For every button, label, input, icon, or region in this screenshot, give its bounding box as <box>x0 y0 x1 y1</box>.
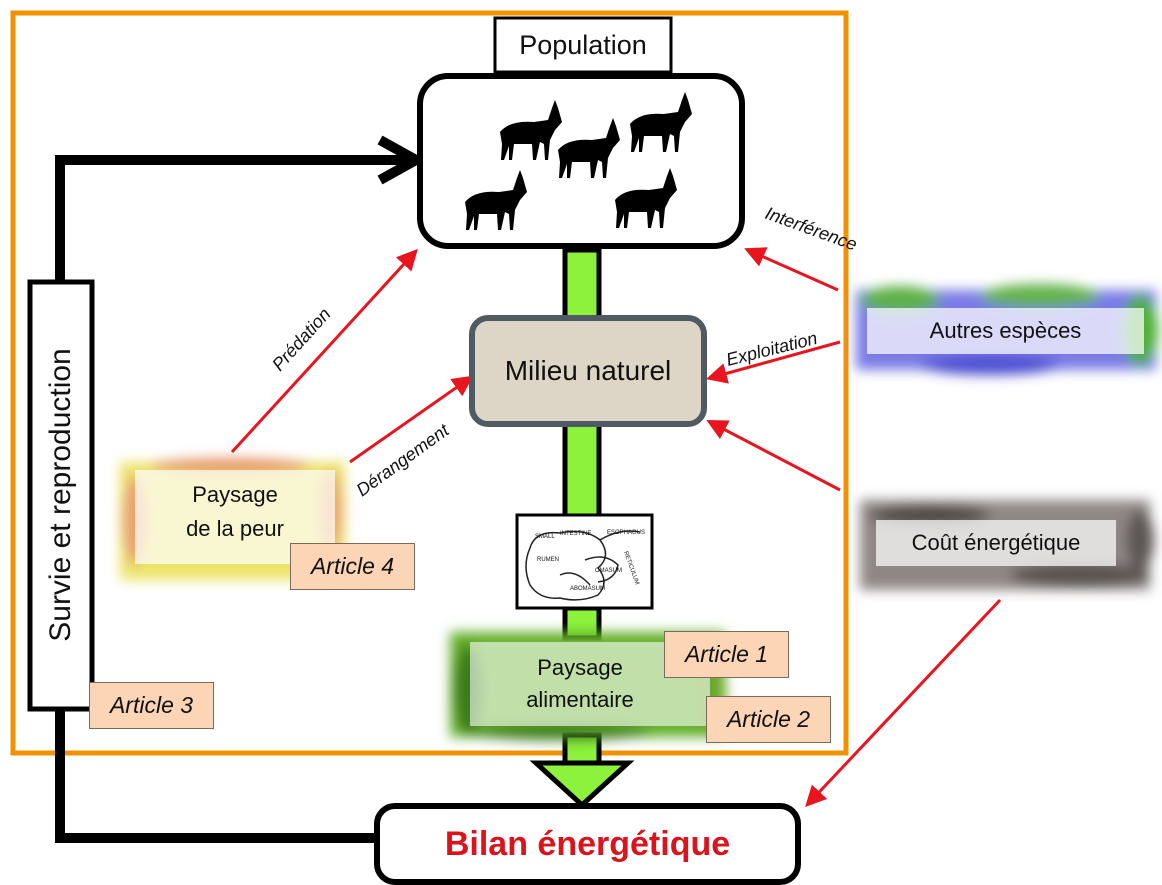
exploitation-label: Exploitation <box>724 328 819 370</box>
cout-energetique-label: Coût énergétique <box>911 530 1081 555</box>
predation-arrow <box>230 248 418 454</box>
stomach-label-small: SMALL <box>535 534 555 540</box>
milieu-box <box>469 315 707 427</box>
paysage-peur-line1: Paysage <box>192 482 278 507</box>
autres-especes-label: Autres espèces <box>929 318 1082 343</box>
feedback-arrowhead <box>377 135 427 185</box>
article-4-badge: Article 4 <box>290 543 415 590</box>
stomach-label-esophagus: ESOPHAGUS <box>607 530 645 536</box>
stomach-label-abomasum: ABOMASUM <box>570 586 605 592</box>
stomach-label-intestine: INTESTINE <box>560 531 591 537</box>
population-label-box <box>493 16 673 74</box>
green-trunk-upper <box>562 247 602 323</box>
article-2-badge: Article 2 <box>706 696 831 743</box>
paysage-peur-label: Paysage de la peur <box>135 478 335 546</box>
paysage-alimentaire-label: Paysage alimentaire <box>480 652 680 716</box>
derangement-arrow <box>349 375 474 464</box>
paysage-peur-line2: de la peur <box>186 516 284 541</box>
autres-especes-label-bg <box>867 308 1144 354</box>
paysage-alim-line1: Paysage <box>537 655 623 680</box>
population-label: Population <box>519 29 647 60</box>
exploitation-arrow <box>705 340 841 384</box>
predation-label: Prédation <box>268 304 334 375</box>
stomach-drawing <box>525 530 641 601</box>
cout-label-bg <box>876 520 1116 566</box>
bilan-box <box>374 803 801 885</box>
study-frame <box>10 10 849 756</box>
survie-box <box>27 279 95 712</box>
green-trunk-middle <box>562 421 602 519</box>
article-1-badge: Article 1 <box>664 631 789 678</box>
cost-to-milieu-arrow <box>706 420 841 492</box>
milieu-label: Milieu naturel <box>504 355 672 386</box>
cost-to-bilan-arrow <box>805 598 1002 808</box>
paysage-alim-line2: alimentaire <box>526 687 634 712</box>
survie-label: Survie et reproduction <box>44 348 77 642</box>
derangement-label: Dérangement <box>353 419 454 500</box>
stomach-label-omasum: OMASUM <box>595 568 622 574</box>
green-arrowhead <box>529 760 635 809</box>
article-3-badge: Article 3 <box>89 682 214 729</box>
stomach-label-rumen: RUMEN <box>537 557 559 563</box>
interference-arrow <box>744 247 839 292</box>
chamois-silhouettes <box>465 92 692 230</box>
bilan-label: Bilan énergétique <box>444 824 731 863</box>
